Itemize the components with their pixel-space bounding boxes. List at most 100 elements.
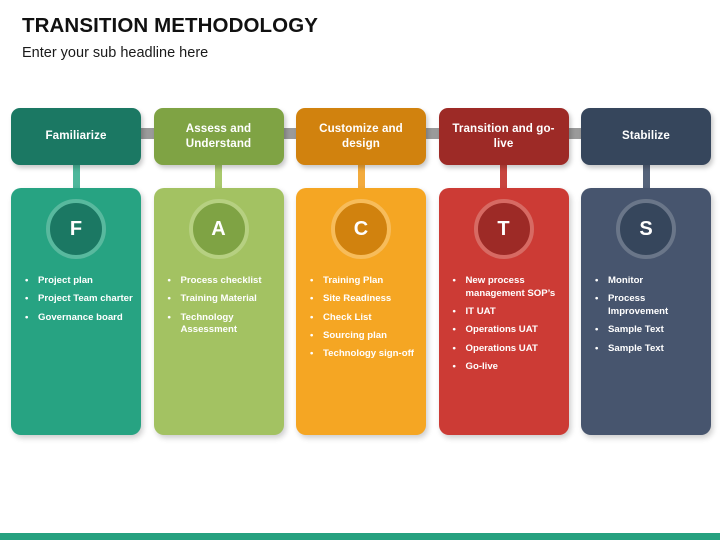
list-item: • Training Material — [164, 293, 276, 306]
stage-column-2: Assess and Understand — [153, 108, 284, 165]
bullet-icon: • — [310, 311, 314, 323]
bullet-icon: • — [25, 293, 29, 305]
list-item: • Governance board — [21, 312, 133, 325]
bullet-icon: • — [25, 311, 29, 323]
stage-header-label: Stabilize — [622, 129, 670, 143]
list-item: •Training Plan — [306, 275, 418, 288]
list-item-label: Governance board — [38, 311, 123, 323]
bullet-icon: • — [167, 275, 171, 286]
header-connector-4 — [564, 128, 584, 139]
stage-card-1[interactable]: F • Project plan • Project Team charter • Gove… — [11, 188, 141, 435]
list-item-label: Operations UAT — [465, 324, 538, 336]
stage-header-2[interactable]: Assess and Understand — [153, 108, 284, 165]
stage-header-label: Customize and design — [319, 122, 403, 150]
stage-stem-4 — [500, 163, 507, 191]
stage-badge-a: A — [188, 199, 249, 259]
stage-stem-5 — [642, 163, 650, 191]
bullet-icon: • — [452, 275, 456, 286]
list-item: • Process Improvement — [591, 293, 703, 319]
list-item-label: New process management SOP’s — [465, 275, 556, 299]
stage-header-label: Transition and go-live — [452, 122, 555, 150]
list-item: • Site Readiness — [306, 293, 418, 306]
list-item-label: Monitor — [608, 275, 644, 286]
header-connector-3 — [422, 128, 441, 139]
stage-badge-letter: S — [639, 218, 653, 240]
bullet-icon: • — [595, 293, 599, 305]
list-item-label: Project plan — [38, 275, 93, 286]
list-item-label: Process checklist — [180, 275, 262, 286]
page-title: TRANSITION METHODOLOGY — [22, 14, 319, 37]
stage-stem-1 — [72, 163, 80, 191]
list-item-label: Site Readiness — [323, 293, 392, 305]
stage-stem-3 — [357, 163, 365, 191]
bullet-icon: • — [167, 311, 171, 323]
list-item: • Technology Assessment — [164, 312, 276, 338]
bullet-icon: • — [25, 275, 29, 286]
list-item-label: Sourcing plan — [323, 329, 387, 341]
stage-badge-letter: T — [497, 218, 510, 240]
title-block: TRANSITION METHODOLOGY Enter your sub he… — [22, 14, 682, 62]
list-item: • Process checklist — [164, 275, 276, 288]
list-item-label: Technology sign-off — [323, 348, 414, 359]
stage-column-4: Transition and go-live — [438, 108, 569, 165]
bullet-icon: • — [452, 360, 456, 372]
stage-bullet-list-4: •New process management SOP’s•IT UAT•Ope… — [439, 275, 569, 379]
stage-column-1: Familiarize — [11, 108, 141, 165]
stage-column-3: Customize and design — [296, 108, 426, 165]
list-item-label: Technology Assessment — [180, 311, 238, 336]
list-item: • Project plan — [21, 275, 133, 288]
stage-stem-2 — [215, 163, 222, 191]
stage-header-label: Assess and Understand — [185, 122, 252, 150]
list-item-label: Go-live — [465, 360, 499, 372]
list-item: • Operations UAT — [449, 343, 561, 356]
list-item-label: Training Plan — [323, 275, 384, 286]
stage-card-2[interactable]: A • Process checklist • Training Material • Te… — [153, 188, 284, 435]
stage-card-5[interactable]: S•Monitor•Process Improvement•Sample Tex… — [581, 188, 711, 435]
stage-column-5: Stabilize — [581, 108, 711, 165]
stage-bullet-list-5: •Monitor•Process Improvement•Sample Text… — [581, 275, 711, 361]
stage-card-4[interactable]: T•New process management SOP’s•IT UAT•Op… — [438, 188, 569, 435]
list-item-label: Process Improvement — [608, 293, 669, 317]
page-subtitle: Enter your sub headline here — [22, 44, 209, 61]
list-item-label: Sample Text — [608, 342, 664, 354]
stage-header-1[interactable]: Familiarize — [11, 108, 141, 165]
stage-badge-letter: F — [69, 218, 83, 240]
bullet-icon: • — [310, 348, 314, 359]
stage-header-5[interactable]: Stabilize — [581, 108, 711, 165]
header-connector-1 — [137, 128, 156, 139]
list-item: •Monitor — [591, 275, 703, 288]
stage-badge-f: F — [46, 199, 106, 259]
bullet-icon: • — [310, 293, 314, 305]
stage-header-3[interactable]: Customize and design — [296, 108, 426, 165]
list-item: • New process management SOP’s — [449, 275, 561, 301]
list-item-label: Check List — [323, 311, 372, 323]
bullet-icon: • — [452, 324, 456, 336]
bullet-icon: • — [167, 293, 171, 305]
stage-badge-c: C — [331, 199, 391, 259]
list-item-label: IT UAT — [465, 306, 496, 317]
stage-card-3[interactable]: C•Training Plan•Site Readiness•Check Lis… — [296, 188, 426, 435]
stage-badge-s: S — [616, 199, 676, 259]
list-item-label: Sample Text — [608, 324, 664, 336]
bullet-icon: • — [595, 342, 599, 354]
list-item: •IT UAT — [449, 306, 561, 319]
header-connector-2 — [279, 128, 299, 139]
list-item: •Sourcing plan — [306, 330, 418, 343]
list-item: • Sample Text — [591, 343, 703, 356]
list-item: • Operations UAT — [449, 324, 561, 337]
stage-header-4[interactable]: Transition and go-live — [438, 108, 569, 165]
stage-bullet-list-1: • Project plan • Project Team charter • Gover… — [11, 275, 141, 330]
list-item-label: Training Material — [180, 293, 257, 305]
list-item-label: Operations UAT — [465, 342, 538, 354]
list-item: • Project Team charter — [21, 293, 133, 306]
stage-bullet-list-2: • Process checklist • Training Material • Tec… — [154, 275, 284, 343]
list-item: •Sample Text — [591, 324, 703, 337]
stage-header-label: Familiarize — [45, 129, 107, 143]
stage-badge-t: T — [473, 199, 534, 259]
list-item: • Check List — [306, 312, 418, 325]
bullet-icon: • — [452, 342, 456, 354]
list-item-label: Project Team charter — [38, 293, 133, 305]
stage-bullet-list-3: •Training Plan•Site Readiness•Check List… — [296, 275, 426, 366]
list-item: • Technology sign-off — [306, 348, 418, 361]
